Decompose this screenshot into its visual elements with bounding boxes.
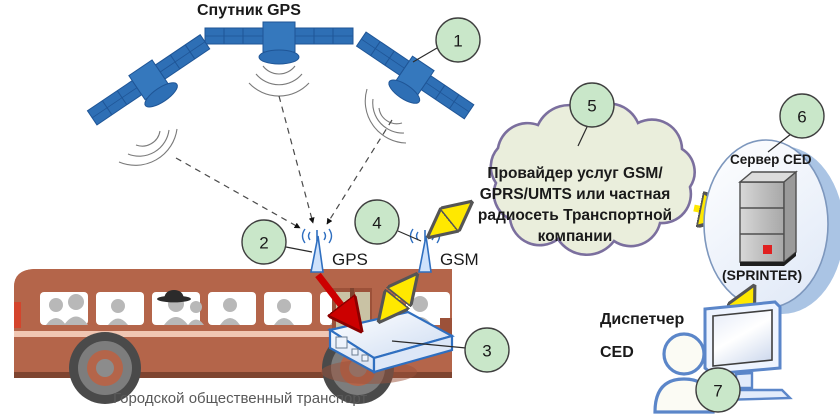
satellite-right-waves — [364, 88, 407, 144]
server-tower-icon — [738, 170, 798, 266]
cloud-line-4: компании — [537, 228, 613, 245]
satellite-title-label: Спутник GPS — [197, 2, 301, 19]
badge-4-label: 4 — [372, 214, 381, 233]
gsm-antenna-label: GSM — [440, 250, 479, 269]
badge-1-label: 1 — [453, 32, 462, 51]
badge-5-label: 5 — [587, 97, 596, 116]
satellite-left-waves — [118, 128, 178, 166]
badge-5[interactable]: 5 — [569, 82, 615, 128]
badge-2[interactable]: 2 — [241, 219, 287, 265]
arrow-gps-to-device — [315, 272, 358, 327]
badge-3[interactable]: 3 — [464, 327, 510, 373]
badge-7[interactable]: 7 — [695, 367, 741, 413]
server-subtitle-label: (SPRINTER) — [722, 267, 803, 283]
cloud-line-2: GPRS/UMTS или частная — [479, 186, 671, 203]
badge-7-label: 7 — [713, 382, 722, 401]
server-node — [703, 139, 840, 314]
bus-caption: Городской общественный транспорт — [113, 390, 368, 407]
arrow-gsm-to-cloud — [432, 205, 468, 234]
dispatcher-label-line1: Диспетчер — [600, 311, 685, 328]
dispatcher-label-line2: CED — [600, 344, 634, 361]
server-title-label: Сервер CED — [730, 152, 812, 167]
cloud-line-1: Провайдер услуг GSM/ — [487, 165, 663, 182]
badge-6-label: 6 — [797, 108, 806, 127]
satellite-top-center — [204, 21, 354, 97]
badge-2-label: 2 — [259, 234, 268, 253]
satellite-right — [355, 31, 475, 120]
gps-antenna-label: GPS — [332, 250, 368, 269]
badge-leader-lines — [285, 47, 792, 349]
cloud-text: Провайдер услуг GSM/ GPRS/UMTS или частн… — [466, 163, 684, 247]
badge-6[interactable]: 6 — [779, 93, 825, 139]
badge-4[interactable]: 4 — [354, 199, 400, 245]
arrow-device-gsm — [382, 278, 414, 318]
gps-signal-paths — [175, 95, 393, 229]
gsm-antenna — [409, 228, 441, 273]
badge-3-label: 3 — [482, 342, 491, 361]
satellite-left — [86, 34, 211, 126]
bus-passenger-with-hat — [157, 290, 191, 303]
cloud-line-3: радиосеть Транспортной — [477, 207, 673, 224]
gps-antenna — [301, 228, 333, 273]
badge-1[interactable]: 1 — [435, 17, 481, 63]
